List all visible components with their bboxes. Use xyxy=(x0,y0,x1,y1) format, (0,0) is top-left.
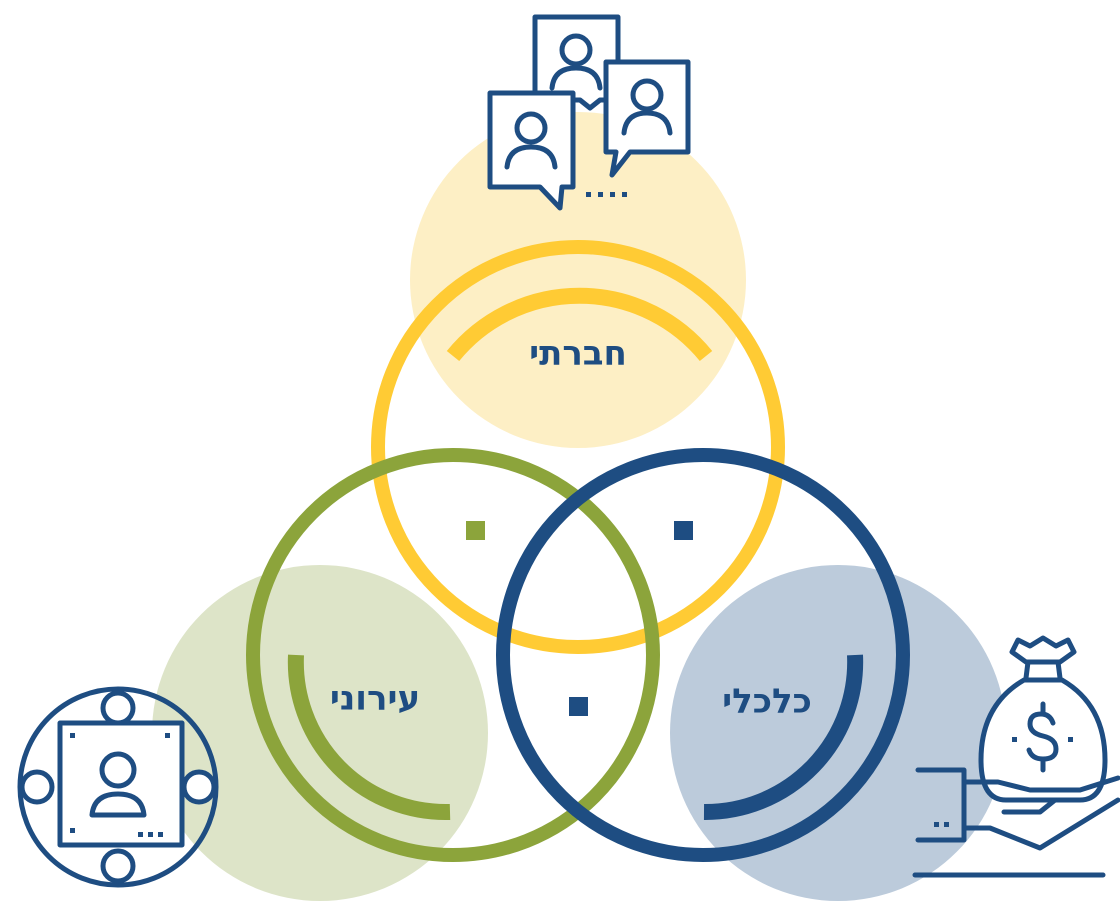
money-icon-dots xyxy=(934,737,1073,827)
urban-ring xyxy=(246,448,660,862)
intersection-marker-social-urban xyxy=(466,521,485,540)
label-urban: עירוני xyxy=(330,679,420,719)
money-bag-hand-icon xyxy=(912,635,1120,878)
economic-inner-arc xyxy=(703,654,864,821)
label-social: חברתי xyxy=(529,334,627,374)
community-icon-corner-dots xyxy=(70,733,170,837)
community-people-icon xyxy=(17,686,219,888)
economic-ring xyxy=(496,448,910,862)
social-ring xyxy=(371,240,785,654)
urban-inner-arc xyxy=(287,654,451,821)
intersection-marker-urban-economic xyxy=(569,697,588,716)
label-economic: כלכלי xyxy=(722,682,812,722)
social-background-circle xyxy=(410,112,746,448)
people-chat-icon-dots xyxy=(586,192,627,197)
people-chat-icon xyxy=(487,14,691,211)
intersection-marker-social-economic xyxy=(674,521,693,540)
social-inner-arc xyxy=(446,287,713,362)
